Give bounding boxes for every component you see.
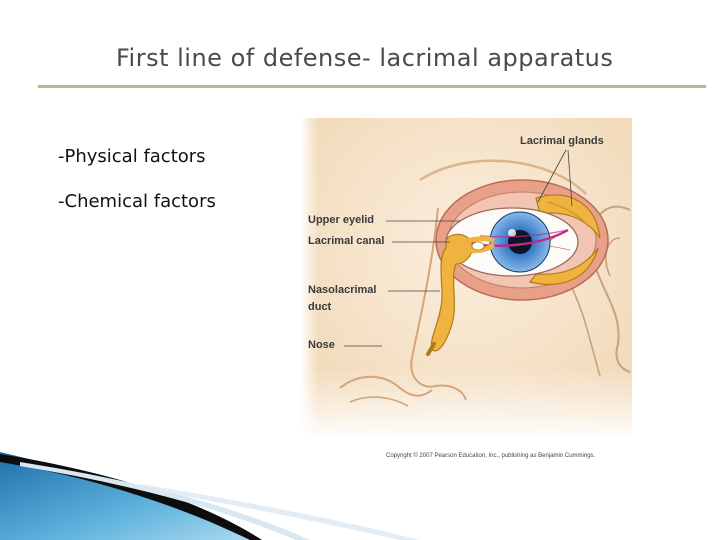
corner-swoosh-decoration (0, 0, 720, 540)
